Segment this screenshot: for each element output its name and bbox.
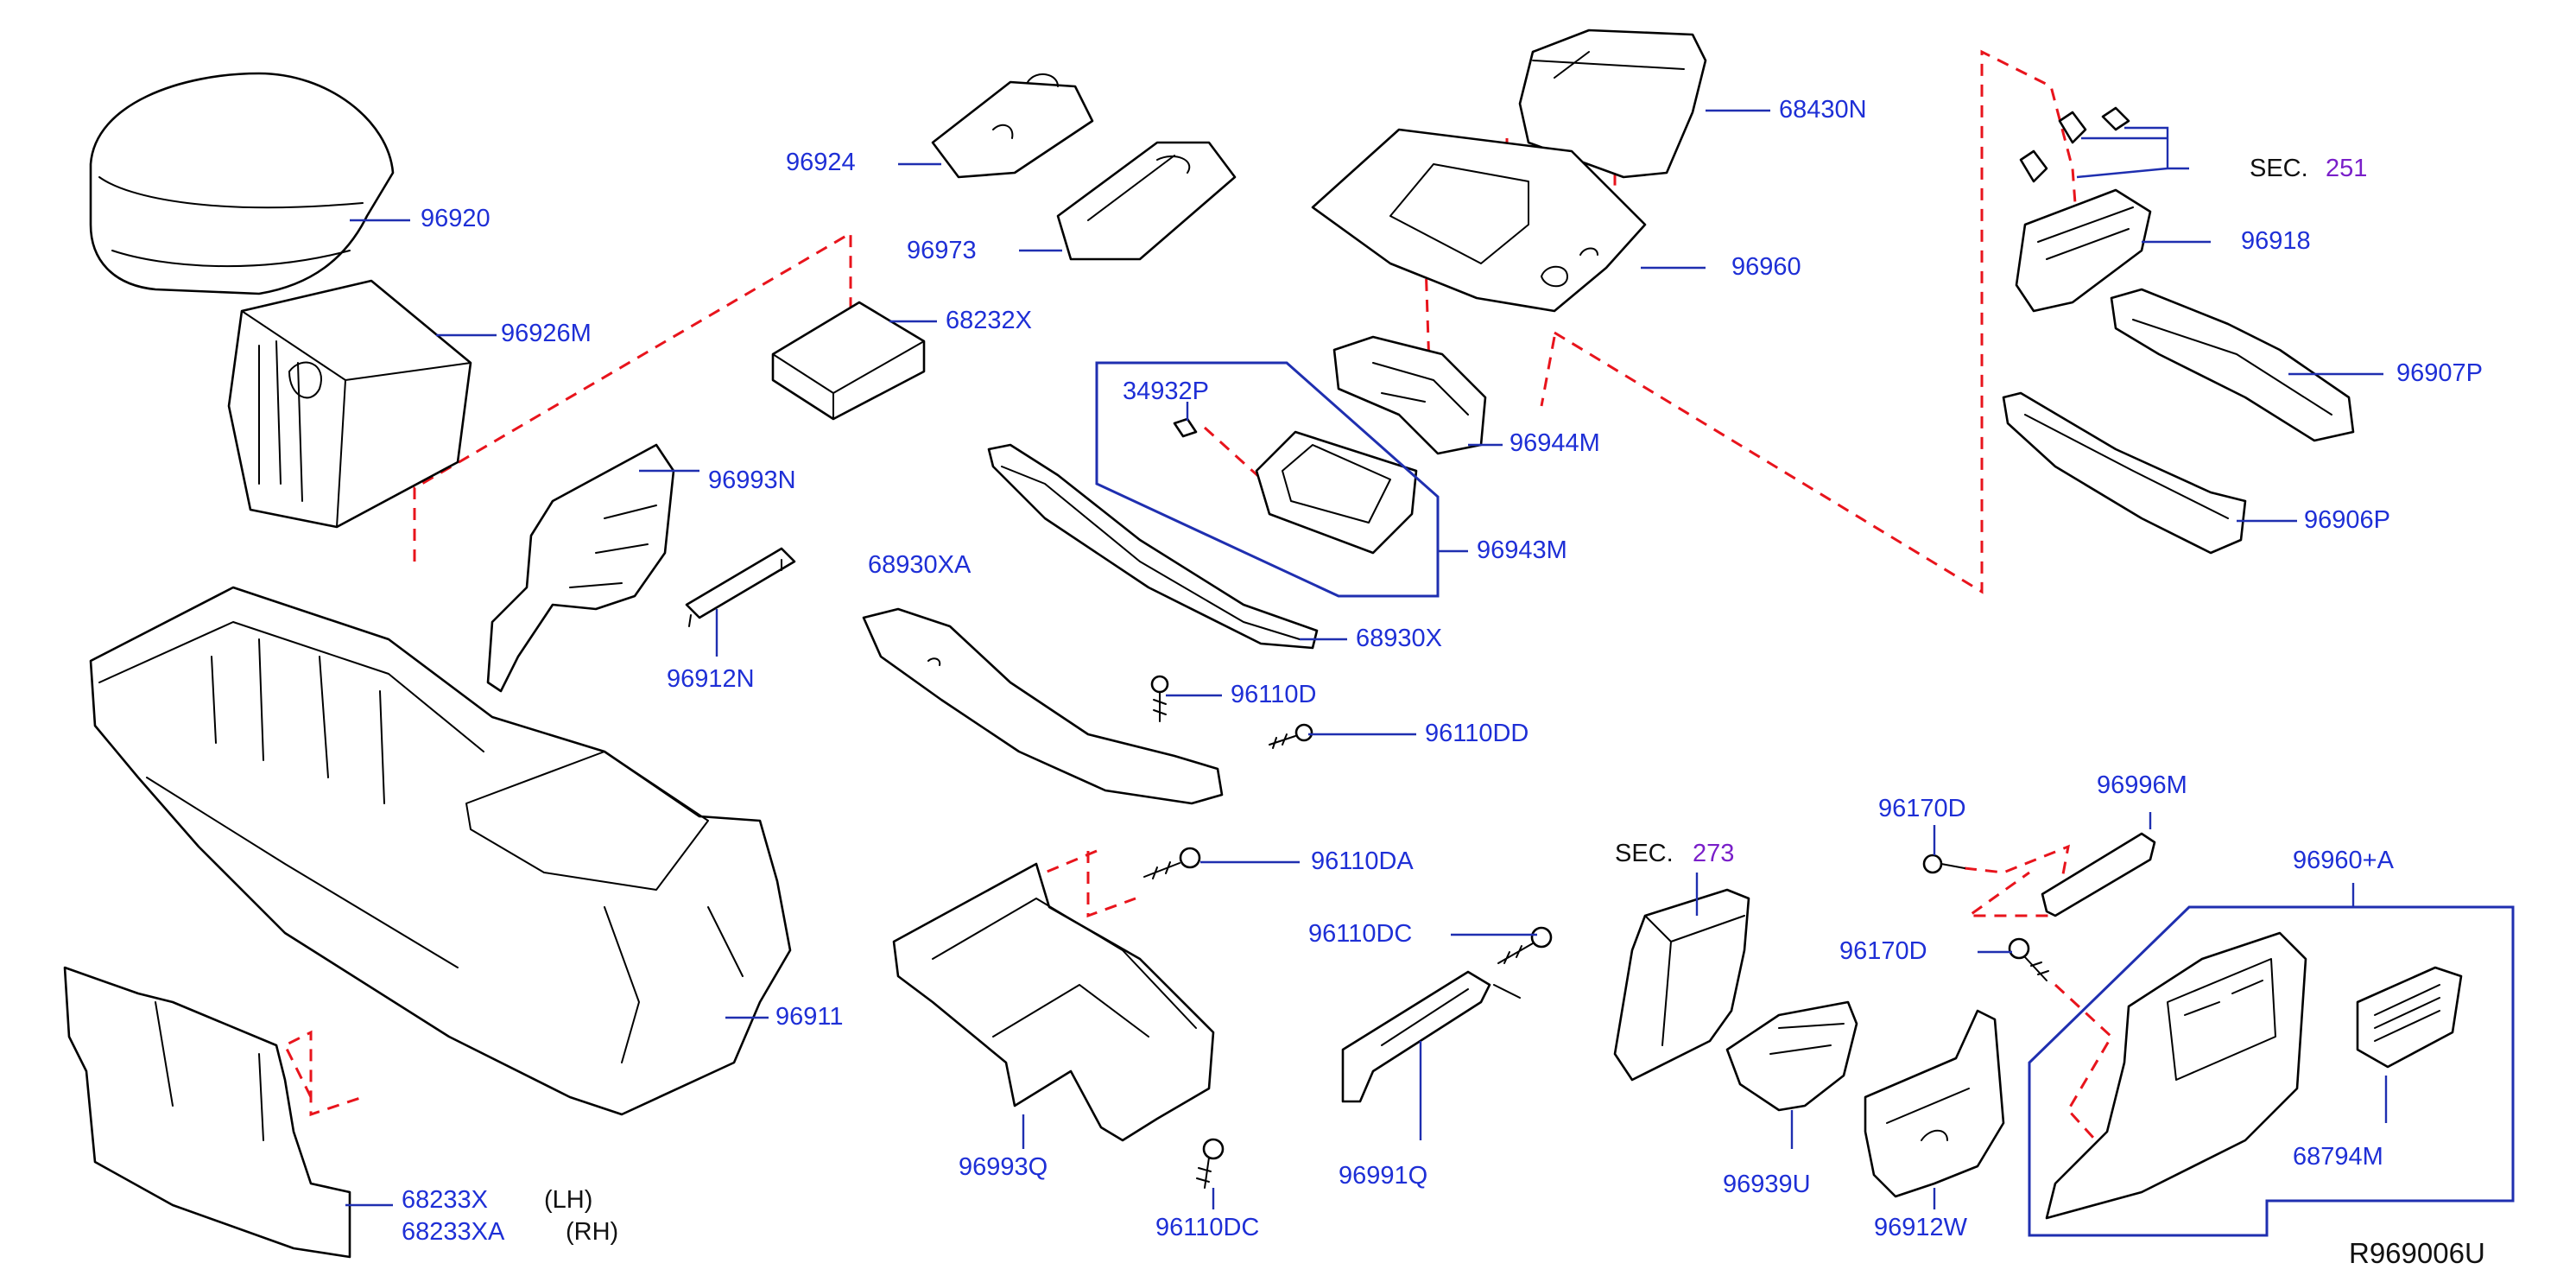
label-lh: (LH) [544, 1186, 592, 1214]
part-switch-module-96939U [1725, 1000, 1858, 1112]
label-68232X: 68232X [946, 307, 1032, 334]
label-96944M: 96944M [1510, 429, 1600, 457]
part-trim-96906P [2002, 391, 2247, 555]
label-96110DA: 96110DA [1311, 847, 1414, 875]
part-bolt-96110DC-bottom [1196, 1138, 1225, 1189]
label-96907P: 96907P [2396, 359, 2483, 387]
label-96110DD: 96110DD [1425, 720, 1529, 747]
label-96906P: 96906P [2304, 506, 2390, 534]
part-tray-96973 [1056, 141, 1237, 261]
label-96918: 96918 [2241, 227, 2311, 255]
part-armrest-lid-96920 [89, 72, 395, 295]
label-96170D-bottom: 96170D [1839, 937, 1927, 965]
label-96960: 96960 [1731, 253, 1801, 281]
part-bolt-96110DC-top [1497, 926, 1553, 964]
part-bracket-96996M [2041, 832, 2156, 917]
part-bracket-96993Q [892, 862, 1215, 1142]
part-screw-96110DD [1269, 723, 1313, 749]
label-96960A: 96960+A [2293, 847, 2395, 874]
label-96920: 96920 [421, 205, 491, 232]
label-sec-273-prefix: SEC. [1615, 840, 1674, 867]
part-bracket-96993N [486, 443, 675, 693]
label-68794M: 68794M [2293, 1143, 2383, 1171]
assembly-links [282, 49, 2113, 1159]
part-bezel-96943M [1255, 430, 1418, 555]
label-96110D: 96110D [1231, 681, 1316, 708]
label-96973: 96973 [907, 237, 977, 264]
part-rear-finisher-96960A [2045, 931, 2307, 1220]
label-96926M: 96926M [501, 320, 592, 347]
part-side-panel-68233X [63, 966, 351, 1259]
part-screw-96110D [1150, 675, 1169, 722]
part-bracket-96912W [1864, 1009, 2005, 1198]
label-96110DC-bottom: 96110DC [1155, 1214, 1259, 1241]
part-labels: 96920 96926M 96924 96973 68232X 68430N 9… [402, 96, 2485, 1269]
part-switch-panel-96918 [2015, 106, 2152, 313]
label-96911: 96911 [775, 1003, 844, 1031]
label-68233XA: 68233XA [402, 1218, 505, 1246]
part-finisher-96960 [1311, 128, 1647, 313]
label-68430N: 68430N [1779, 96, 1867, 124]
part-switch-96924 [931, 73, 1094, 179]
part-duct-sec273 [1613, 888, 1750, 1082]
label-68233X: 68233X [402, 1186, 488, 1214]
part-bolt-96110DA [1143, 847, 1201, 879]
label-68930XA: 68930XA [868, 551, 972, 579]
label-96924: 96924 [786, 149, 856, 176]
part-bolt-96170D-bottom [2008, 937, 2049, 981]
part-vent-68794M [2356, 966, 2463, 1069]
label-sec-251-prefix: SEC. [2250, 155, 2308, 182]
part-display-68430N [1518, 29, 1707, 179]
part-trim-96907P [2110, 288, 2355, 442]
part-bolt-96170D-top [1922, 854, 1965, 874]
label-96110DC-top: 96110DC [1308, 920, 1412, 948]
label-sec-251-number: 251 [2326, 155, 2367, 182]
label-sec-273-number: 273 [1693, 840, 1734, 867]
label-96996M: 96996M [2097, 771, 2187, 799]
label-96912N: 96912N [667, 665, 755, 693]
label-34932P: 34932P [1123, 378, 1209, 405]
part-trim-96912N [685, 547, 796, 627]
part-storage-box-96926M [227, 279, 472, 529]
part-rod-96991Q [1341, 970, 1521, 1103]
part-clip-34932P [1173, 417, 1198, 438]
label-96993N: 96993N [708, 466, 796, 494]
reference-code: R969006U [2349, 1237, 2485, 1269]
label-96939U: 96939U [1723, 1171, 1811, 1198]
part-shifter-housing-96944M [1332, 335, 1487, 455]
label-96991Q: 96991Q [1339, 1162, 1427, 1190]
label-96170D-top: 96170D [1878, 795, 1966, 822]
label-68930X: 68930X [1356, 625, 1442, 652]
part-mat-68232X [771, 301, 926, 421]
label-rh: (RH) [566, 1218, 618, 1246]
part-center-console-body-96911 [89, 586, 792, 1116]
label-96912W: 96912W [1874, 1214, 1968, 1241]
label-96993Q: 96993Q [959, 1153, 1047, 1181]
part-side-trim-68930XA [862, 607, 1224, 805]
label-96943M: 96943M [1477, 536, 1567, 564]
leader-lines [345, 109, 2515, 1237]
